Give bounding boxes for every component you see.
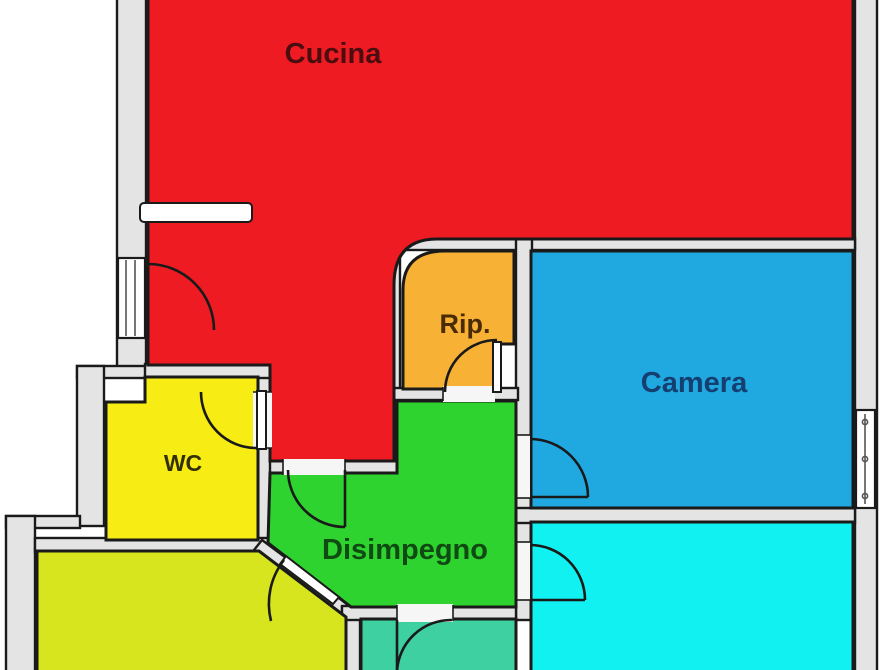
room-cyan — [529, 520, 855, 670]
room-lime — [35, 549, 348, 670]
door-arc-diagonal — [267, 559, 286, 622]
opening-cucina-disimpegno — [283, 459, 345, 475]
wall-left-lower — [4, 514, 37, 670]
door-leaf-wc — [256, 390, 267, 450]
wall-stub-cucina — [139, 202, 253, 223]
wall-left-middle — [75, 364, 106, 528]
door-arc-rip — [443, 338, 498, 393]
wall-right — [853, 0, 879, 670]
door-arc-camera — [529, 437, 590, 498]
room-labels: Cucina Rip. Camera WC Disimpegno — [164, 38, 748, 566]
label-cucina: Cucina — [285, 38, 383, 70]
rooms — [35, 0, 855, 670]
room-camera — [529, 249, 855, 510]
opening-disimpegno-teal — [397, 604, 453, 622]
room-teal — [359, 617, 518, 670]
label-rip: Rip. — [440, 309, 491, 339]
doors — [147, 262, 590, 670]
room-wc — [104, 375, 260, 542]
door-arc-wc — [199, 391, 257, 450]
label-wc: WC — [164, 450, 202, 476]
door-leaf-rip — [492, 341, 502, 393]
windows — [116, 256, 877, 510]
door-arc-teal — [395, 618, 453, 670]
opening-disimpegno-cyan — [518, 542, 530, 600]
window-right — [854, 408, 877, 510]
door-leaf-diagonal — [278, 554, 341, 606]
opening-disimpegno-camera — [518, 435, 530, 498]
door-arc-cucina-disimpegno — [286, 469, 346, 529]
door-arc-cyan — [529, 543, 587, 601]
door-arc-cucina-left — [147, 262, 216, 331]
label-camera: Camera — [641, 367, 748, 399]
room-disimpegno — [266, 399, 518, 609]
opening-rip — [443, 386, 495, 402]
window-left — [116, 256, 147, 340]
label-disimpegno: Disimpegno — [322, 534, 488, 566]
